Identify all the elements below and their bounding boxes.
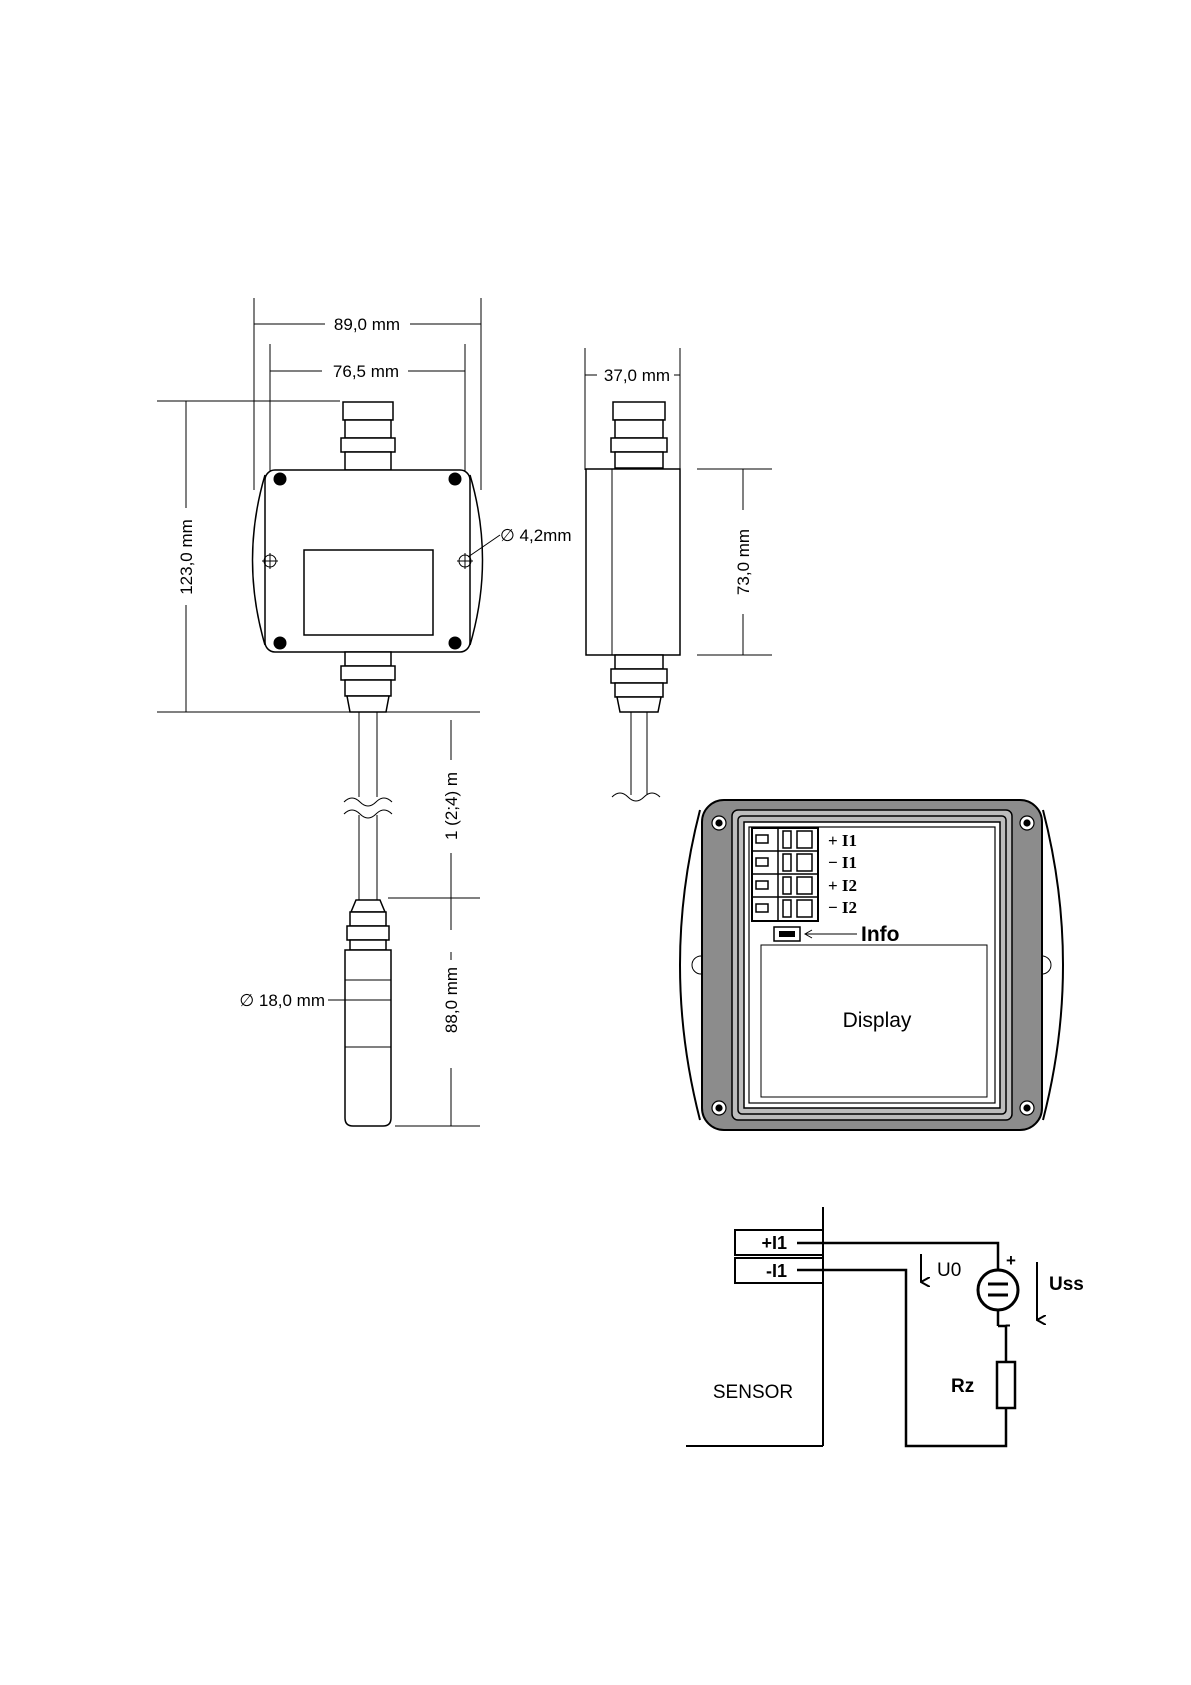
dim-cable-length: 1 (2;4) m	[442, 772, 461, 840]
dim-hole-spacing: 76,5 mm	[333, 362, 399, 381]
wiring-diagram: SENSOR +I1 -I1 + - Rz U0 Uss	[686, 1207, 1084, 1446]
source-minus-sign: -	[1005, 1315, 1011, 1334]
dim-probe-diameter: ∅ 18,0 mm	[239, 991, 325, 1010]
voltage-source-symbol	[978, 1270, 1018, 1310]
terminal-label-plus-i1: + I1	[828, 831, 857, 850]
sensor-label: SENSOR	[713, 1382, 793, 1403]
terminal-label-minus-i1: − I1	[828, 853, 857, 872]
dim-probe-length: 88,0 mm	[442, 967, 461, 1033]
dim-box-height: 73,0 mm	[734, 529, 753, 595]
resistor-label: Rz	[951, 1376, 974, 1397]
dim-total-height: 123,0 mm	[177, 519, 196, 595]
voltage-uss-label: Uss	[1049, 1274, 1084, 1295]
voltage-u0-label: U0	[937, 1260, 961, 1281]
info-label: Info	[861, 923, 899, 946]
side-view: 37,0 mm 73,0 mm	[585, 348, 772, 801]
resistor-symbol	[997, 1362, 1015, 1408]
terminal-label-plus-i2: + I2	[828, 876, 857, 895]
interior-view: + I1 − I1 + I2 − I2 Info Display	[680, 800, 1063, 1130]
dim-total-width: 89,0 mm	[334, 315, 400, 334]
circuit-terminal-minus-i1: -I1	[766, 1261, 787, 1281]
circuit-terminal-plus-i1: +I1	[761, 1233, 787, 1253]
front-view: 89,0 mm 76,5 mm 123,0 mm	[157, 298, 572, 1126]
source-plus-sign: +	[1006, 1251, 1016, 1270]
terminal-label-minus-i2: − I2	[828, 898, 857, 917]
dim-depth: 37,0 mm	[604, 366, 670, 385]
dim-hole-diameter: ∅ 4,2mm	[500, 526, 572, 545]
display-label: Display	[843, 1009, 912, 1032]
